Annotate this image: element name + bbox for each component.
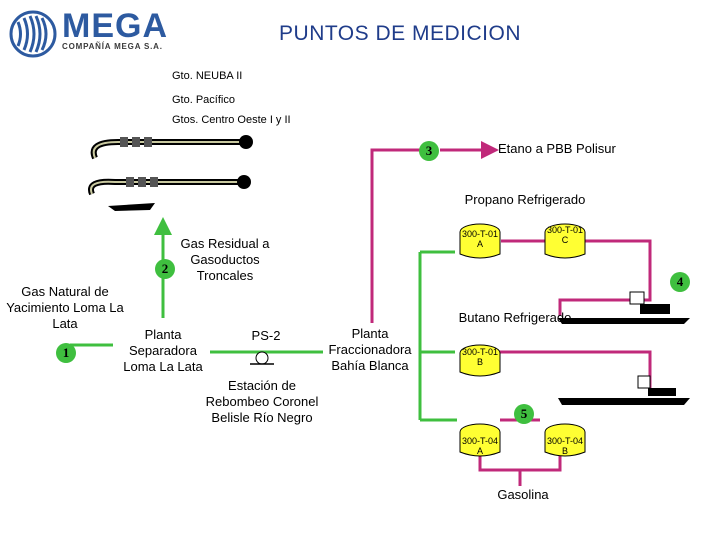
- tank-300-t-01-c-label: 300-T-01 C: [546, 225, 584, 245]
- tank-300-t-04-a-label: 300-T-04 A: [461, 436, 499, 456]
- propano-label: Propano Refrigerado: [464, 192, 586, 207]
- ps2-label: PS-2: [251, 328, 281, 343]
- point-5-badge: 5: [514, 404, 534, 424]
- point-1-badge: 1: [56, 343, 76, 363]
- tank-icons: [459, 223, 586, 457]
- tank-300-t-01-a-label: 300-T-01 A: [461, 229, 499, 249]
- brand-name: MEGA: [62, 7, 168, 45]
- planta-fraccionadora-label: Planta Fraccionadora Bahía Blanca: [328, 326, 412, 373]
- etano-label: Etano a PBB Polisur: [498, 141, 616, 156]
- estacion-label: Estación de Rebombeo Coronel Belisle Río…: [205, 378, 319, 425]
- point-3-badge: 3: [419, 141, 439, 161]
- pump-icon: [250, 351, 274, 365]
- mega-logo-icon: [9, 10, 57, 58]
- planta-separadora-label: Planta Separadora Loma La Lata: [123, 327, 203, 374]
- butano-label: Butano Refrigerado: [458, 310, 572, 325]
- tank-300-t-01-b-label: 300-T-01 B: [461, 347, 499, 367]
- page-title: PUNTOS DE MEDICION: [279, 22, 521, 45]
- point-2-badge: 2: [155, 259, 175, 279]
- pipeline-pacifico-label: Gto. Pacífico: [172, 94, 235, 106]
- brand-subtitle: COMPAÑÍA MEGA S.A.: [62, 42, 163, 51]
- tank-300-t-04-b-label: 300-T-04 B: [546, 436, 584, 456]
- pipeline-centro-oeste-label: Gtos. Centro Oeste I y II: [172, 114, 291, 126]
- gasolina-label: Gasolina: [497, 487, 549, 502]
- gas-natural-label: Gas Natural de Yacimiento Loma La Lata: [6, 284, 124, 331]
- ship-icons: [558, 291, 690, 405]
- point-4-badge: 4: [670, 272, 690, 292]
- company-logo: [6, 8, 176, 60]
- pipeline-neuba-label: Gto. NEUBA II: [172, 70, 243, 82]
- gas-residual-label: Gas Residual a Gasoductos Troncales: [180, 236, 270, 283]
- pipeline-icons: [88, 135, 253, 211]
